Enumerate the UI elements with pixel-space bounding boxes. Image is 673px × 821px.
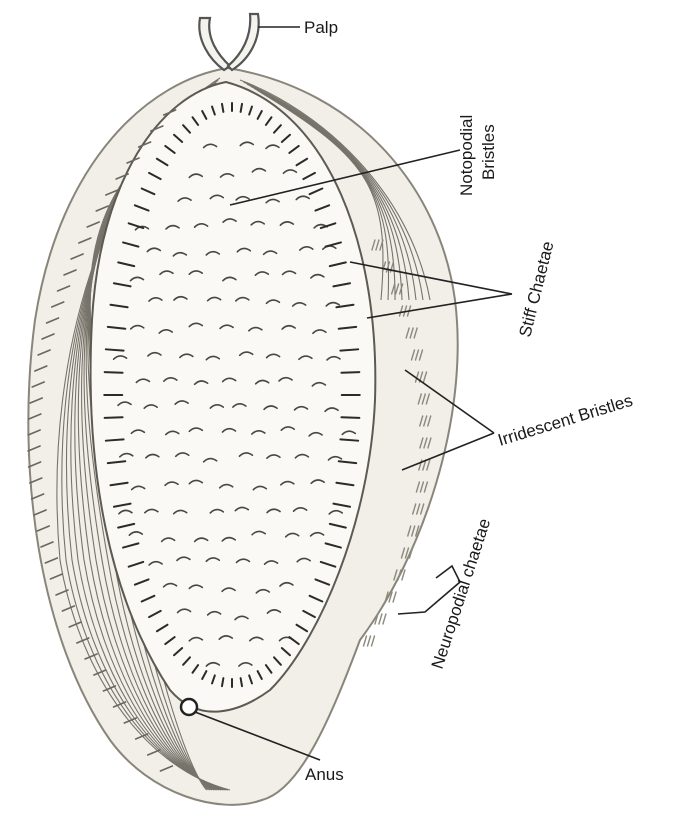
marginal-bristle xyxy=(241,104,242,112)
marginal-bristle xyxy=(105,372,123,373)
marginal-bristle xyxy=(105,417,123,418)
stiff-chaetae-label: Stiff Chaetae xyxy=(515,239,557,339)
marginal-bristle xyxy=(341,372,359,373)
anus-opening xyxy=(181,699,197,715)
notopodial-label-line1: Notopodial xyxy=(457,115,476,196)
marginal-bristle xyxy=(106,439,124,440)
marginal-bristle xyxy=(222,104,223,112)
neuropodial-tuft xyxy=(364,636,367,646)
marginal-bristle xyxy=(241,678,242,686)
marginal-bristle xyxy=(340,349,358,350)
palps xyxy=(199,14,258,70)
irridescent-bristles-label: Irridescent Bristles xyxy=(496,391,635,450)
neuropodial-tuft xyxy=(379,614,382,624)
notopodial-label-line2: Bristles xyxy=(479,124,498,180)
marginal-bristle xyxy=(106,349,124,350)
neuropodial-tuft xyxy=(372,636,375,646)
marginal-bristle xyxy=(341,417,359,418)
marginal-bristle xyxy=(340,439,358,440)
neuropodial-tuft xyxy=(383,614,386,624)
palp-label: Palp xyxy=(304,18,338,37)
marginal-bristle xyxy=(222,678,223,686)
neuropodial-tuft xyxy=(368,636,371,646)
anus-label: Anus xyxy=(305,765,344,784)
neuropodial-chaetae-label: Neuropodial chaetae xyxy=(428,516,495,671)
neuropodial-tuft xyxy=(393,592,396,602)
